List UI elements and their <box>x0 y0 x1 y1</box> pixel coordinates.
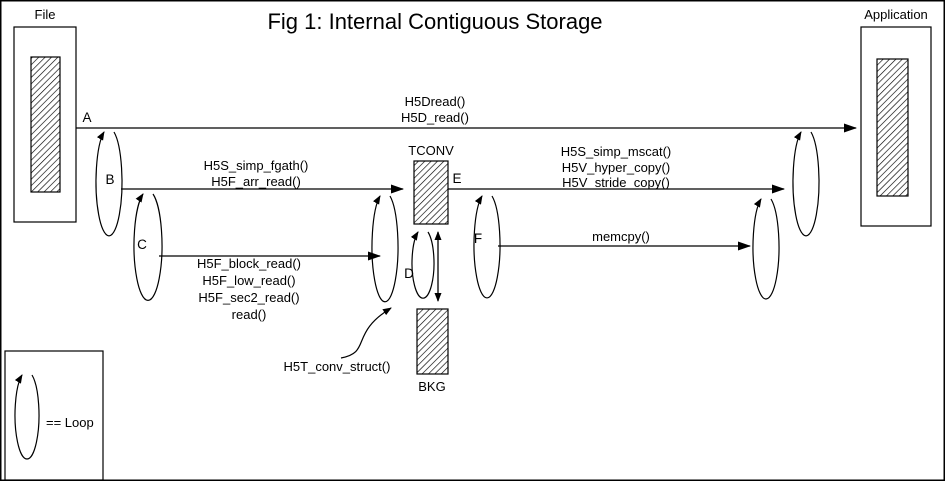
arrow-c-label-3: H5F_sec2_read() <box>198 290 299 305</box>
tconv-label: TCONV <box>408 143 454 158</box>
bkg-node: BKG <box>416 308 449 394</box>
tconv-node: TCONV <box>408 143 454 225</box>
arrow-f-label: memcpy() <box>592 229 650 244</box>
legend-box <box>4 350 104 481</box>
point-label-f: F <box>474 231 482 246</box>
file-label: File <box>35 7 56 22</box>
loop-a-left <box>95 131 123 237</box>
point-label-a: A <box>82 110 91 125</box>
arrow-e-label-3: H5V_stride_copy() <box>562 175 670 190</box>
tconv-buffer-hatch <box>413 160 449 225</box>
application-buffer-hatch <box>876 58 909 197</box>
arrow-e-label-2: H5V_hyper_copy() <box>562 160 670 175</box>
arrow-a-label-2: H5D_read() <box>401 110 469 125</box>
conv-struct-label: H5T_conv_struct() <box>284 359 391 374</box>
loop-c-right <box>371 195 399 303</box>
legend: == Loop <box>4 350 104 481</box>
file-buffer-hatch <box>30 56 61 193</box>
application-label: Application <box>864 7 928 22</box>
application-node: Application <box>860 7 932 227</box>
file-node: File <box>13 7 77 223</box>
point-label-e: E <box>452 171 461 186</box>
arrow-c-label-1: H5F_block_read() <box>197 256 301 271</box>
loop-f-left <box>473 195 501 299</box>
loop-d <box>410 231 435 299</box>
point-label-c: C <box>137 237 147 252</box>
loop-a-right <box>792 131 820 237</box>
arrow-b-label-1: H5S_simp_fgath() <box>204 158 309 173</box>
legend-label: == Loop <box>46 415 94 430</box>
arrow-e-label-1: H5S_simp_mscat() <box>561 144 672 159</box>
point-label-d: D <box>404 266 414 281</box>
arrow-c-label-2: H5F_low_read() <box>202 273 295 288</box>
conv-struct-arrow <box>340 307 392 359</box>
arrow-b-label-2: H5F_arr_read() <box>211 174 301 189</box>
point-label-b: B <box>105 172 114 187</box>
figure-title: Fig 1: Internal Contiguous Storage <box>267 9 602 34</box>
bkg-label: BKG <box>418 379 445 394</box>
arrow-a-label-1: H5Dread() <box>405 94 466 109</box>
loop-f-right <box>752 198 780 300</box>
loop-b-left <box>133 193 163 301</box>
legend-loop-symbol <box>14 374 40 460</box>
bkg-buffer-hatch <box>416 308 449 375</box>
arrow-c-label-4: read() <box>232 307 267 322</box>
